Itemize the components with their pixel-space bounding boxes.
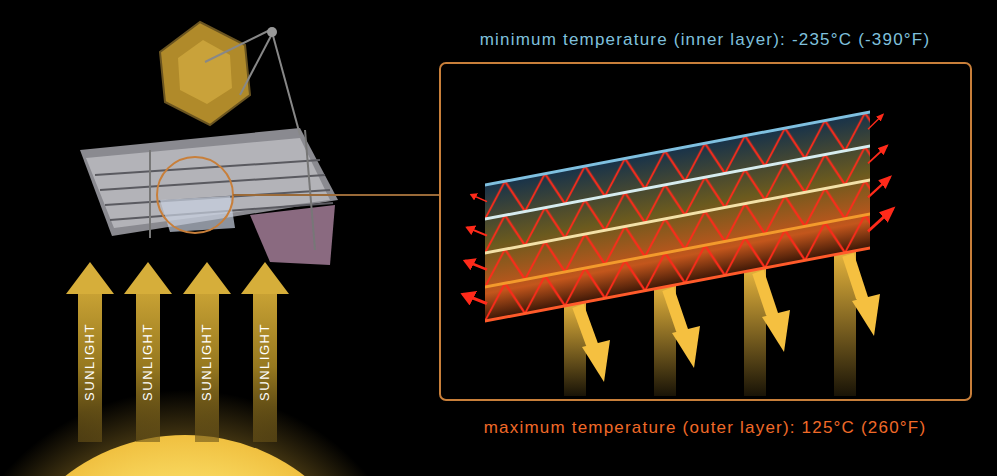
- max-temperature-label: maximum temperature (outer layer): 125°C…: [484, 418, 927, 438]
- sunlight-label: SUNLIGHT: [199, 307, 215, 417]
- sunlight-label: SUNLIGHT: [82, 307, 98, 417]
- sunlight-label: SUNLIGHT: [257, 307, 273, 417]
- sunlight-label: SUNLIGHT: [140, 307, 156, 417]
- min-temperature-label: minimum temperature (inner layer): -235°…: [480, 30, 931, 50]
